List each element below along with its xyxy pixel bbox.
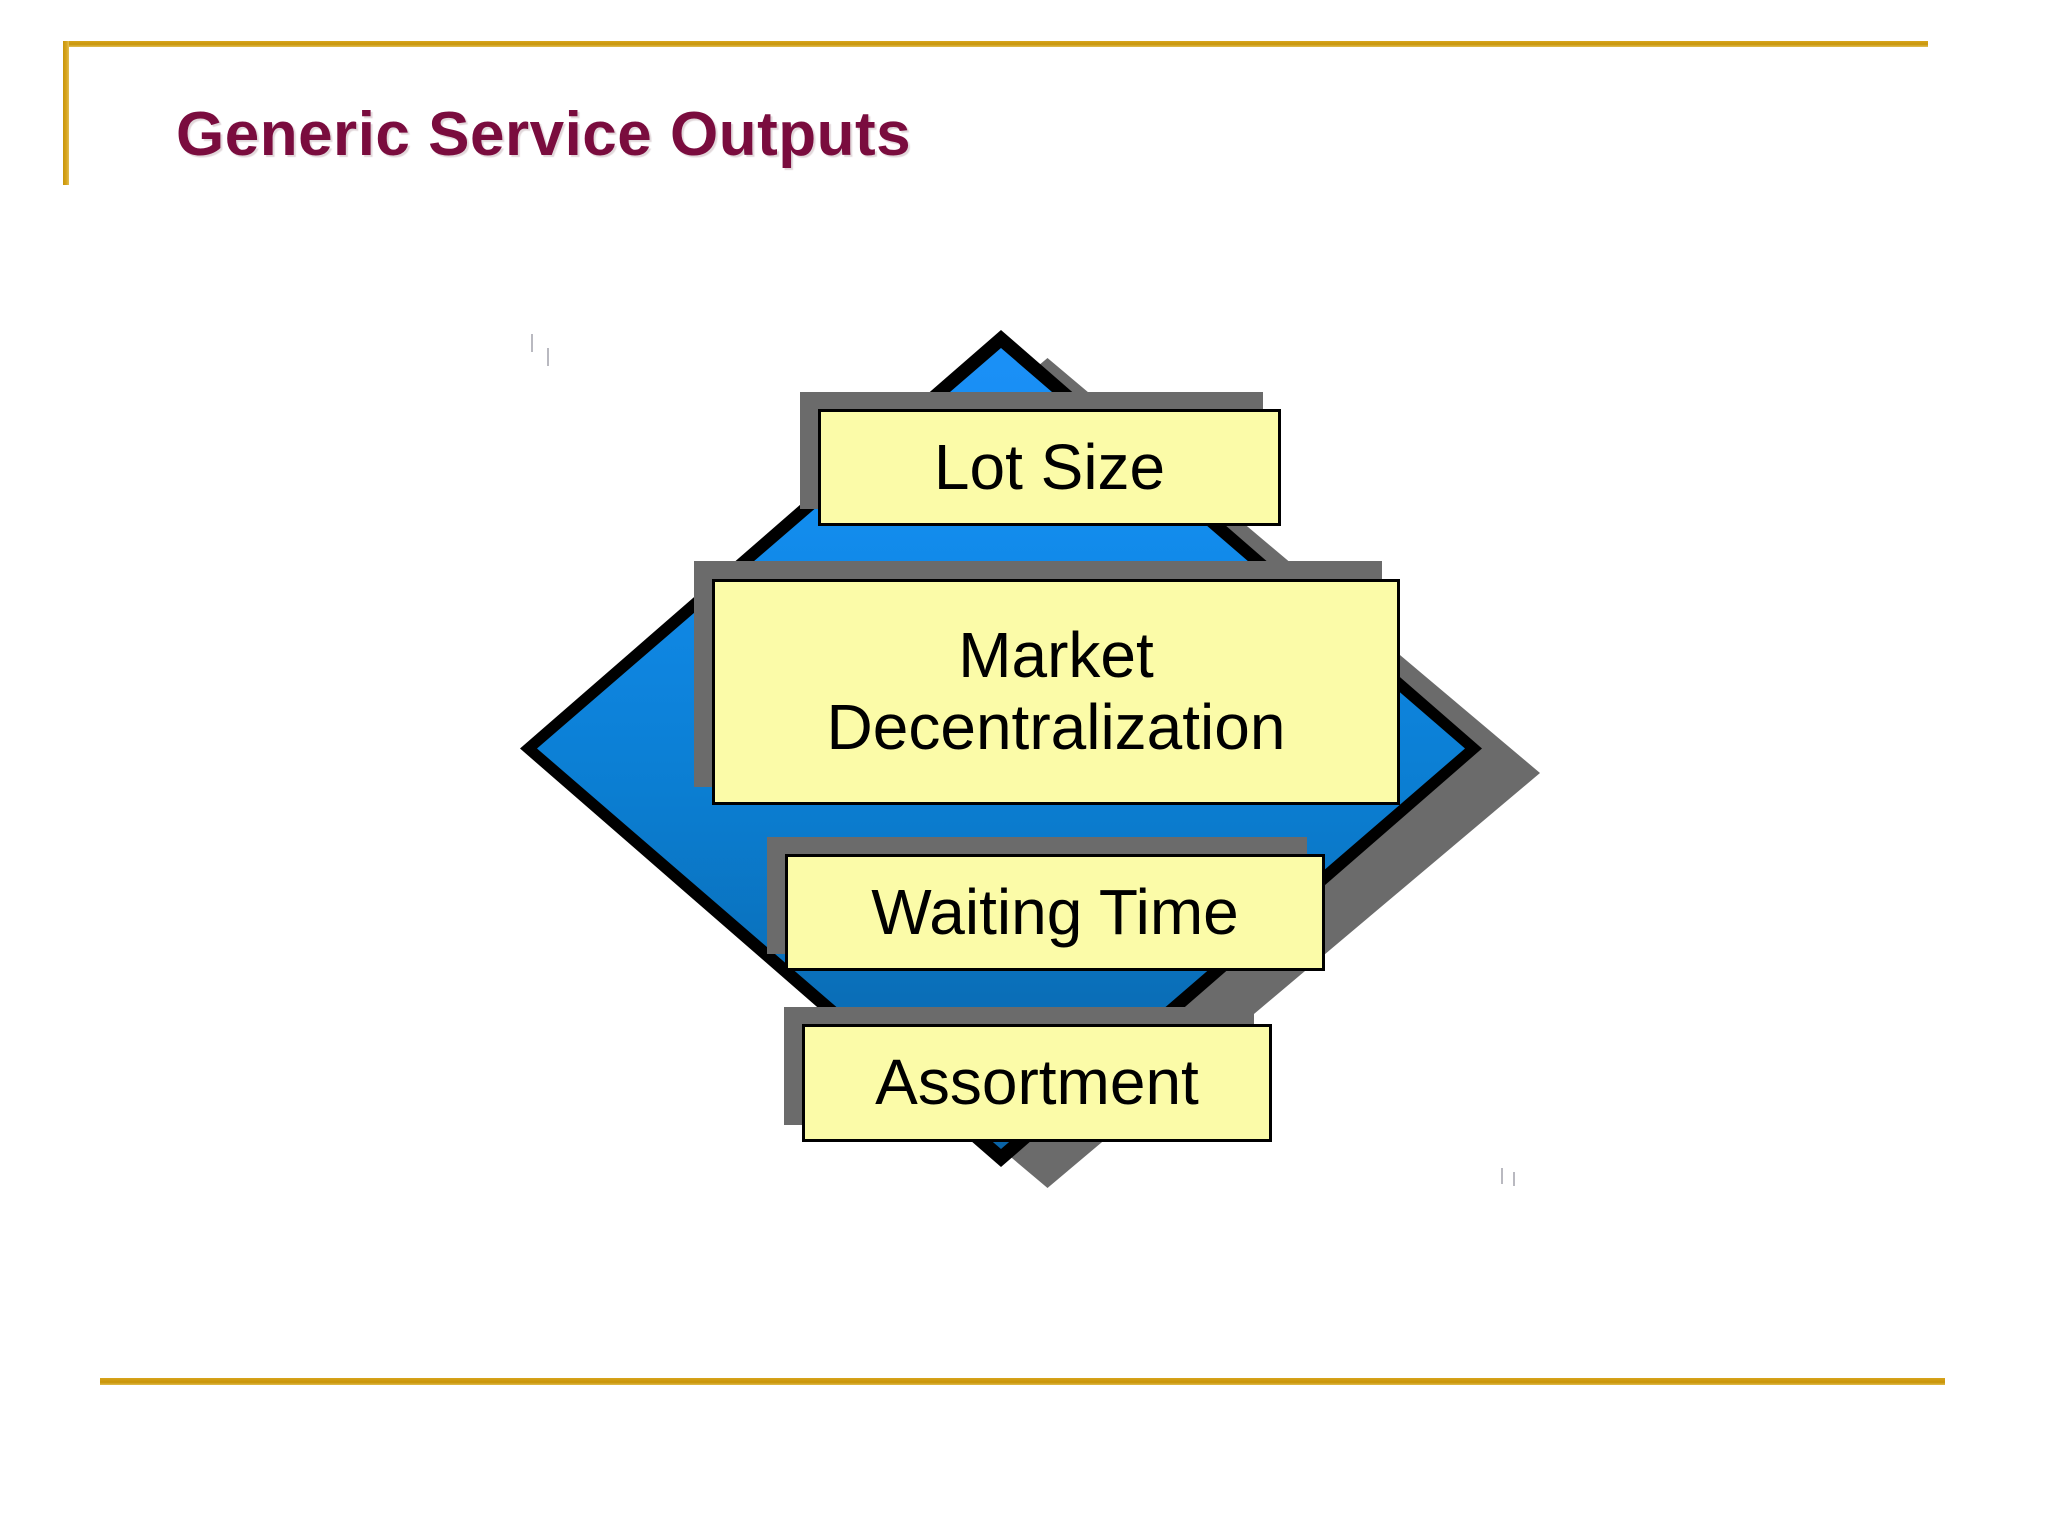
callout-lot-size-label: Lot Size xyxy=(933,430,1166,503)
scan-artifact-mark xyxy=(1513,1172,1515,1186)
callout-market-decentralization-line2: Decentralization xyxy=(826,691,1286,763)
callout-assortment-label: Assortment xyxy=(875,1046,1199,1119)
callout-market-decentralization-line1: Market xyxy=(958,619,1154,692)
callout-market-decentralization[interactable]: Market Decentralization xyxy=(712,579,1400,805)
callout-market-decentralization-label: Market Decentralization xyxy=(826,619,1286,763)
callout-lot-size[interactable]: Lot Size xyxy=(818,409,1281,526)
frame-left-rule xyxy=(63,41,69,185)
scan-artifact-mark xyxy=(547,348,549,366)
scan-artifact-mark xyxy=(1501,1168,1503,1184)
frame-top-rule xyxy=(63,41,1928,47)
callout-assortment[interactable]: Assortment xyxy=(802,1024,1272,1142)
scan-artifact-mark xyxy=(531,334,533,352)
callout-waiting-time-label: Waiting Time xyxy=(871,875,1239,948)
frame-bottom-rule xyxy=(100,1378,1945,1385)
callout-waiting-time[interactable]: Waiting Time xyxy=(785,854,1325,971)
page-title: Generic Service Outputs xyxy=(176,100,912,169)
